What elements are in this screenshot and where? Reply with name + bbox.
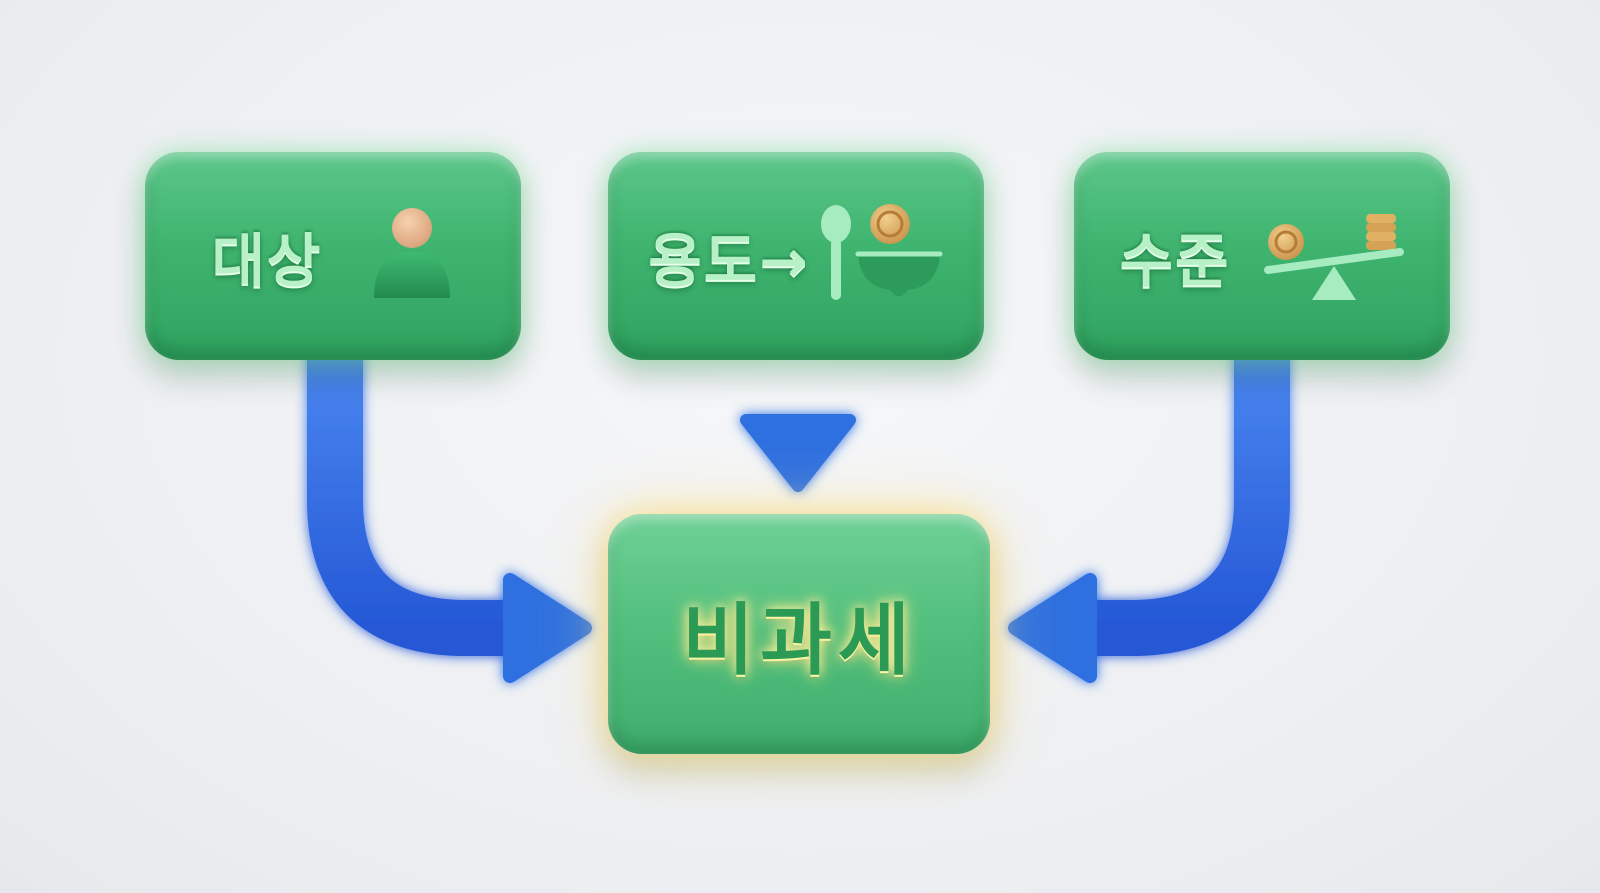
spoon-bowl-coin-icon: [814, 202, 944, 310]
arrow-target-to-result: [307, 332, 592, 683]
node-level-label: 수준: [1119, 227, 1231, 295]
node-level: 수준: [1074, 152, 1450, 360]
node-target: 대상: [145, 152, 521, 360]
person-icon: [370, 206, 454, 306]
node-usage: 용도→: [608, 152, 984, 360]
arrow-level-to-result: [1008, 332, 1290, 683]
balance-scale-coins-icon: [1264, 204, 1405, 308]
node-target-label: 대상: [211, 227, 323, 295]
node-result-label: 비과세: [682, 596, 916, 686]
arrow-usage-to-result: [740, 360, 856, 492]
node-result: 비과세: [608, 514, 990, 754]
node-usage-label: 용도→: [648, 227, 810, 295]
